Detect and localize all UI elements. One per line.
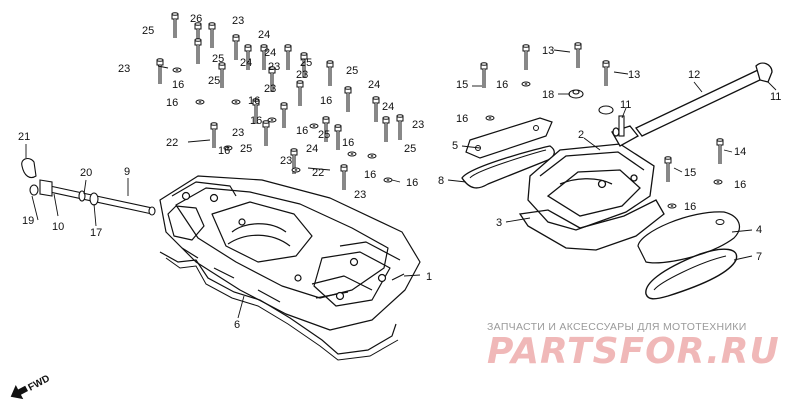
callout-3: 3 [496,217,502,229]
leader-lines [25,49,777,319]
pipe-11 [618,115,625,137]
callout-5: 5 [452,140,458,152]
callout-11a: 11 [620,99,631,111]
callout-16g: 16 [218,145,230,157]
callout-16i: 16 [364,169,376,181]
fwd-arrow-icon: FWD [10,373,52,400]
callout-22b: 22 [312,167,324,179]
callout-25c: 25 [300,57,312,69]
callout-16d: 16 [250,115,262,127]
callout-15b: 15 [684,167,696,179]
callout-25h: 25 [318,129,330,141]
callout-13a: 13 [542,45,554,57]
callout-18: 18 [542,89,554,101]
callout-16h: 16 [342,137,354,149]
grommet-18 [568,89,584,99]
callout-25g: 25 [208,75,220,87]
callout-9: 9 [124,166,130,178]
callout-24c: 24 [368,79,380,91]
callout-23d: 23 [264,83,276,95]
callout-25b: 25 [212,53,224,65]
callout-23g: 23 [280,155,292,167]
callout-24f: 24 [240,57,252,69]
callout-16e: 16 [320,95,332,107]
callout-22a: 22 [166,137,178,149]
callout-10: 10 [52,221,64,233]
callout-25d: 25 [346,65,358,77]
callout-23f: 23 [412,119,424,131]
callout-21: 21 [18,131,30,143]
callout-25f: 25 [404,143,416,155]
breather-plate-5 [465,117,553,159]
callout-1: 1 [426,271,432,283]
callout-16k: 16 [456,113,468,125]
watermark-subtitle: ЗАПЧАСТИ И АКСЕССУАРЫ ДЛЯ МОТОТЕХНИКИ [487,321,747,333]
callout-16j: 16 [406,177,418,189]
callout-26: 26 [190,13,202,25]
callout-16b: 16 [166,97,178,109]
callout-4: 4 [756,224,762,236]
callout-25a: 25 [142,25,154,37]
cover-gasket-8 [461,145,555,189]
grommet-near-2 [598,105,614,115]
callout-17: 17 [90,227,102,239]
callout-24a: 24 [258,29,270,41]
camshaft-assembly [21,157,156,216]
callout-8: 8 [438,175,444,187]
callout-23a: 23 [232,15,244,27]
callout-6: 6 [234,319,240,331]
callout-19: 19 [22,215,34,227]
side-plate-4 [637,211,741,264]
cover-gasket-8-inner [469,149,547,179]
callout-16l: 16 [496,79,508,91]
callout-7: 7 [756,251,762,263]
callout-2: 2 [578,129,584,141]
callout-16f: 16 [296,125,308,137]
callout-24d: 24 [382,101,394,113]
fwd-label: FWD [26,373,51,393]
callout-23b: 23 [118,63,130,75]
cover-gasket-3 [518,199,665,251]
callout-24e: 24 [306,143,318,155]
callout-14: 14 [734,146,746,158]
callout-23e: 23 [232,127,244,139]
callout-25e: 25 [240,143,252,155]
callout-15a: 15 [456,79,468,91]
callout-16n: 16 [684,201,696,213]
callout-23h: 23 [354,189,366,201]
callout-16c: 16 [248,95,260,107]
head-gasket-outline-inner [165,257,399,361]
callout-23i: 23 [268,61,280,73]
side-gasket-7-inner [653,255,727,291]
head-gasket-outline [159,251,397,355]
callout-labels: 1 2 3 4 5 6 7 8 9 10 11 11 12 13 13 14 1… [18,13,781,331]
callout-20: 20 [80,167,92,179]
valve-cover-2 [527,143,655,231]
callout-11b: 11 [770,91,781,103]
callout-16m: 16 [734,179,746,191]
watermark-brand: PARTSFOR.RU [487,331,780,372]
callout-16a: 16 [172,79,184,91]
callout-13b: 13 [628,69,640,81]
callout-24b: 24 [264,47,276,59]
callout-12: 12 [688,69,700,81]
callout-23c: 23 [296,69,308,81]
cylinder-head [159,175,421,331]
